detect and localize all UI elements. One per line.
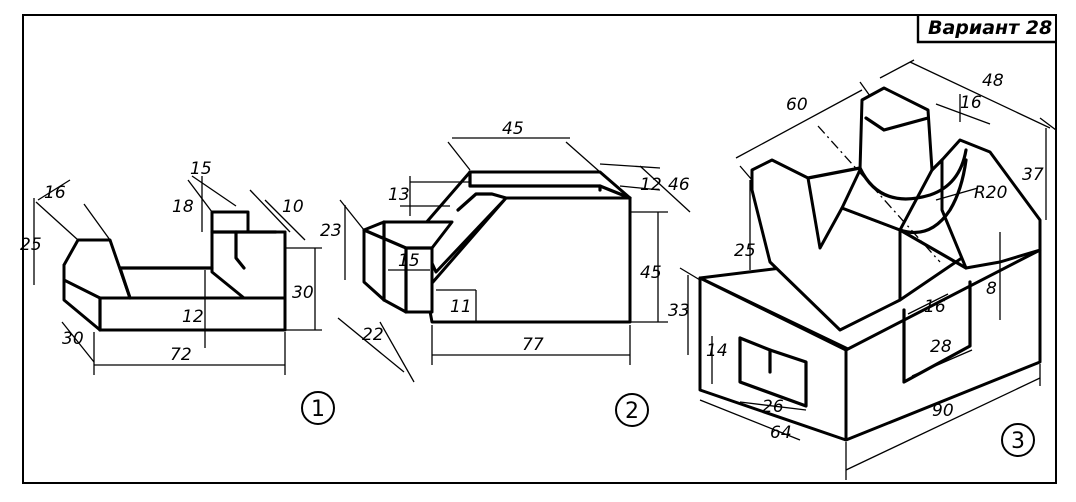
fig3-dim-25: 25	[734, 241, 756, 261]
fig2-left-block	[362, 220, 454, 314]
fig3-dim-26: 26	[762, 397, 784, 417]
fig3-number-circle	[1001, 423, 1035, 457]
fig2-dimension-lines	[337, 137, 691, 383]
fig2-dim-11: 11	[450, 297, 472, 317]
fig3-dim-60: 60	[786, 95, 808, 115]
fig3-dim-64: 64	[770, 423, 792, 443]
fig1-dim-30-height: 30	[292, 283, 314, 303]
fig2-number: 2	[625, 399, 639, 424]
fig2-dim-12: 12	[640, 175, 662, 195]
variant-title: Вариант 28	[928, 17, 1052, 39]
fig2-dim-46: 46	[668, 175, 690, 195]
fig2-dim-45-right: 45	[640, 263, 662, 283]
fig1-dim-10: 10	[282, 197, 304, 217]
fig2-number-circle	[615, 393, 649, 427]
fig3-right-post	[940, 138, 1042, 270]
figure-2-part: 45 13 12 46 23 15 45 11 22 77 2	[320, 119, 691, 427]
fig3-number: 3	[1011, 429, 1025, 454]
fig1-number-circle	[301, 391, 335, 425]
figure-1-part: 16 15 18 10 25 30 12 30 72 1	[20, 159, 335, 425]
fig3-dim-48: 48	[982, 71, 1004, 91]
fig3-dim-8: 8	[986, 279, 997, 299]
fig2-dim-77: 77	[522, 335, 544, 355]
fig1-dimension-lines	[33, 175, 322, 375]
fig3-back-wall	[840, 86, 934, 232]
fig2-dim-15: 15	[398, 251, 420, 271]
fig2-dim-45-top: 45	[502, 119, 524, 139]
fig1-dim-25: 25	[20, 235, 42, 255]
fig1-dim-15: 15	[190, 159, 212, 179]
fig3-dim-16-bottom: 16	[924, 297, 946, 317]
fig2-dim-23: 23	[320, 221, 342, 241]
sheet-frame	[22, 14, 1057, 484]
fig1-dim-12: 12	[182, 307, 204, 327]
fig1-dim-72: 72	[170, 345, 192, 365]
fig3-dim-28: 28	[930, 337, 952, 357]
fig1-number: 1	[311, 397, 325, 422]
fig3-dimension-lines	[679, 59, 1057, 480]
variant-title-box: Вариант 28	[916, 15, 1056, 44]
fig1-dim-30-depth: 30	[62, 329, 84, 349]
fig3-dim-r20: R20	[974, 183, 1007, 203]
fig1-right-block	[210, 210, 287, 300]
figure-3-part: 60 48 16 37 R20 25 33 8 16 28 14 26 64 9…	[668, 59, 1057, 480]
fig2-dim-22: 22	[362, 325, 384, 345]
fig3-base-right	[844, 248, 1042, 442]
fig3-dim-90: 90	[932, 401, 954, 421]
fig1-dim-16: 16	[44, 183, 66, 203]
fig1-dim-18: 18	[172, 197, 194, 217]
fig3-dim-16-top: 16	[960, 93, 982, 113]
fig3-dim-33: 33	[668, 301, 690, 321]
fig3-dim-37: 37	[1022, 165, 1044, 185]
fig2-dim-13: 13	[388, 185, 410, 205]
fig3-dim-14: 14	[706, 341, 728, 361]
